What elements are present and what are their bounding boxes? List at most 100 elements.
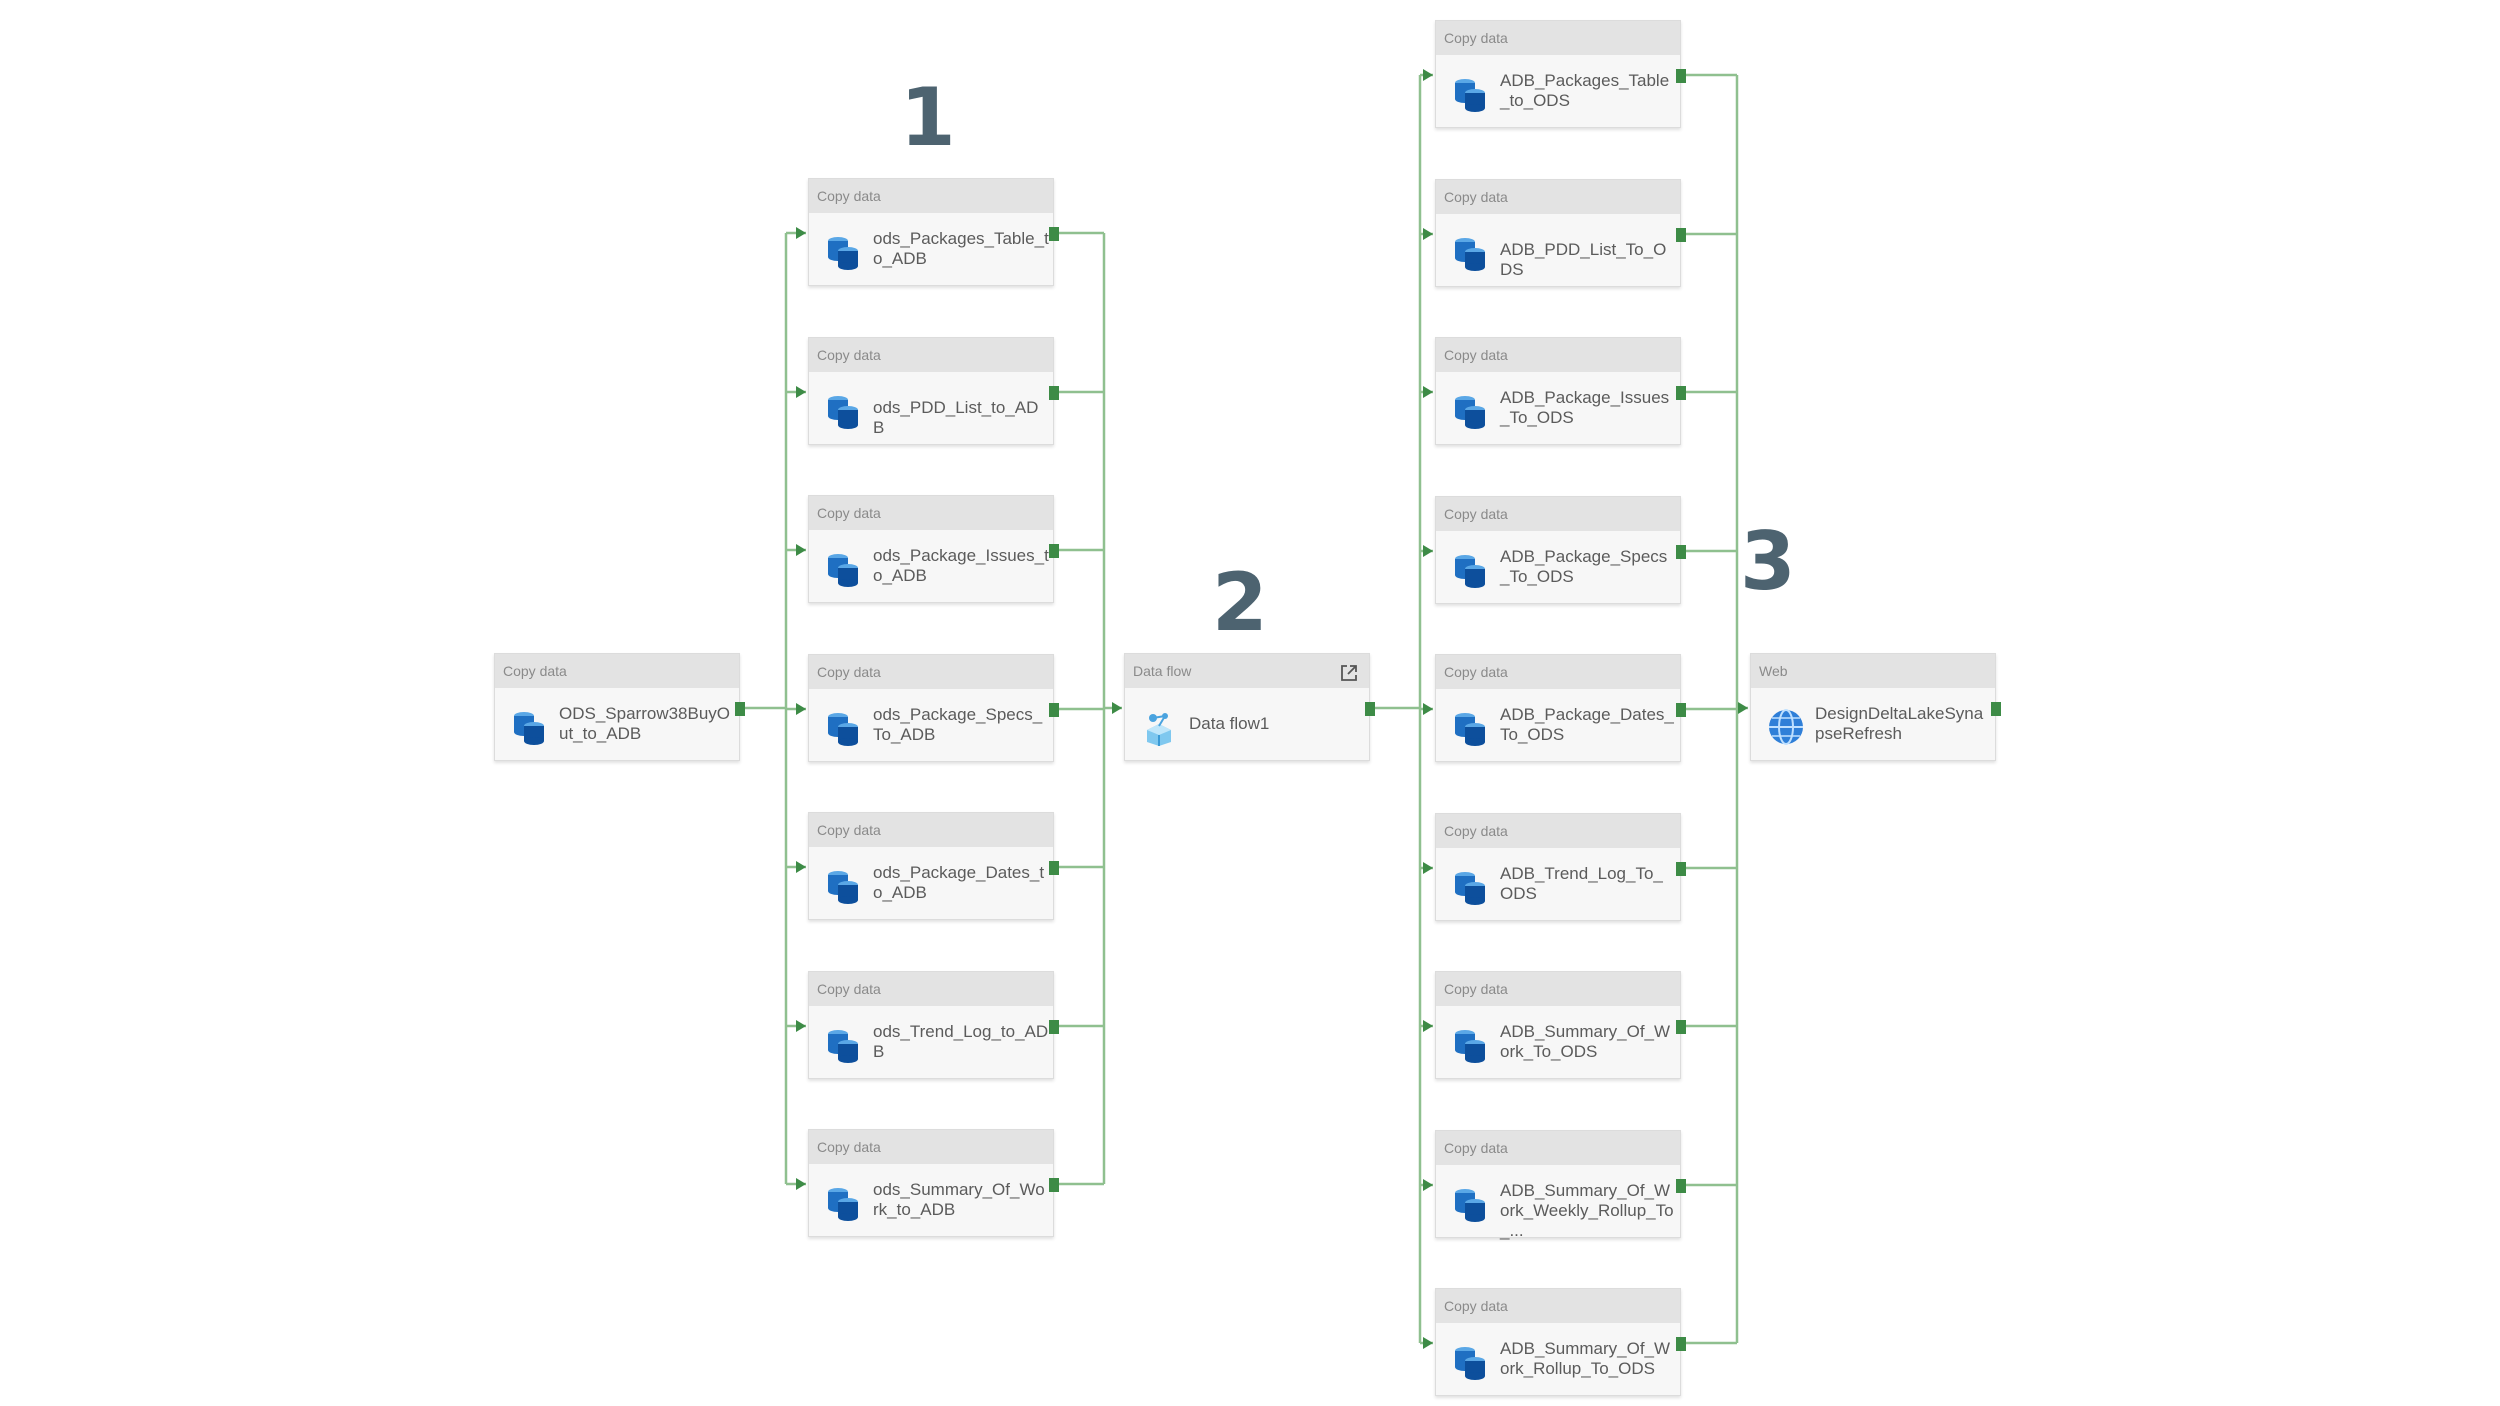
copy-data-icon [1452,709,1488,747]
connector-arrow [796,1020,806,1032]
activity-group3-7[interactable]: Copy data ADB_Summary_Of_Work_To_ODS [1435,971,1686,1079]
activity-source[interactable]: Copy data ODS_Sparrow38BuyOut_to_ADB [494,653,745,761]
activity-name: ADB_Summary_Of_Work_To_ODS [1500,1022,1671,1061]
activity-name: Data flow1 [1189,714,1270,733]
activity-name: ADB_PDD_List_To_ODS [1500,240,1667,279]
output-port[interactable] [1049,861,1059,875]
activity-group3-8[interactable]: Copy data ADB_Summary_Of_Work_Weekly_Rol… [1435,1130,1686,1240]
output-port[interactable] [1049,1178,1059,1192]
activity-type-text: Copy data [817,1139,881,1155]
output-port[interactable] [1991,702,2001,716]
stage-label-2: 2 [1212,556,1268,649]
copy-data-icon [825,867,861,905]
data-flow-icon [1141,708,1177,746]
connector-arrow [1423,1337,1433,1349]
copy-data-icon [1452,75,1488,113]
activity-group1-5[interactable]: Copy data ods_Package_Dates_to_ADB [808,812,1059,920]
connector-arrow [1423,386,1433,398]
open-external-icon[interactable] [1339,661,1359,681]
activity-name: ADB_Package_Dates_To_ODS [1500,705,1674,744]
activity-name: ods_Package_Issues_to_ADB [873,546,1049,585]
activity-name: ADB_Package_Specs_To_ODS [1500,547,1668,586]
activity-group1-7[interactable]: Copy data ods_Summary_Of_Work_to_ADB [808,1129,1059,1237]
activity-type-text: Copy data [1444,1298,1508,1314]
activity-group1-4[interactable]: Copy data ods_Package_Specs_To_ADB [808,654,1059,762]
output-port[interactable] [1676,545,1686,559]
output-port[interactable] [1676,1020,1686,1034]
activity-dataflow[interactable]: Data flow Data flow1 [1124,653,1375,761]
activity-name: ods_Package_Specs_To_ADB [873,705,1043,744]
output-port[interactable] [1049,1020,1059,1034]
activity-group1-3[interactable]: Copy data ods_Package_Issues_to_ADB [808,495,1059,603]
copy-data-icon [825,550,861,588]
output-port[interactable] [1676,69,1686,83]
activity-type-text: Copy data [817,664,881,680]
connector-arrow [1423,703,1433,715]
copy-data-icon [825,233,861,271]
activity-group1-6[interactable]: Copy data ods_Trend_Log_to_ADB [808,971,1059,1079]
activity-type-label: Copy data [809,496,1053,530]
copy-data-icon [825,392,861,430]
activity-group3-4[interactable]: Copy data ADB_Package_Specs_To_ODS [1435,496,1686,604]
output-port[interactable] [1676,1337,1686,1351]
activity-type-text: Copy data [817,505,881,521]
activity-name: ADB_Package_Issues_To_ODS [1500,388,1670,427]
output-port[interactable] [1676,703,1686,717]
output-port[interactable] [735,702,745,716]
connector-arrow [1423,545,1433,557]
activity-type-text: Web [1759,663,1788,679]
copy-data-icon [1452,1343,1488,1381]
copy-data-icon [511,708,547,746]
activity-group3-9[interactable]: Copy data ADB_Summary_Of_Work_Rollup_To_… [1435,1288,1686,1396]
stage-label-1: 1 [900,71,956,164]
activity-type-label: Copy data [1436,655,1680,689]
connector-arrow [1112,702,1122,714]
activity-group1-2[interactable]: Copy data ods_PDD_List_to_ADB [808,337,1059,445]
activity-type-label: Copy data [1436,814,1680,848]
activity-group3-6[interactable]: Copy data ADB_Trend_Log_To_ODS [1435,813,1686,921]
copy-data-icon [825,1184,861,1222]
activity-name: ADB_Summary_Of_Work_Rollup_To_ODS [1500,1339,1671,1378]
activity-type-label: Copy data [1436,338,1680,372]
connector-arrow [1423,1020,1433,1032]
activity-type-label: Copy data [809,1130,1053,1164]
activity-type-label: Copy data [1436,180,1680,214]
activity-group3-3[interactable]: Copy data ADB_Package_Issues_To_ODS [1435,337,1686,445]
activity-type-text: Copy data [1444,1140,1508,1156]
activity-type-text: Copy data [1444,347,1508,363]
activity-web[interactable]: Web DesignDeltaLakeSynapseRefresh [1750,653,2001,761]
output-port[interactable] [1049,386,1059,400]
connector-arrow [1423,1179,1433,1191]
connector-arrow [796,544,806,556]
output-port[interactable] [1676,862,1686,876]
stage-label-3: 3 [1740,515,1796,608]
output-port[interactable] [1365,702,1375,716]
output-port[interactable] [1049,703,1059,717]
output-port[interactable] [1049,544,1059,558]
activity-type-label: Data flow [1125,654,1369,688]
copy-data-icon [825,709,861,747]
activity-group3-1[interactable]: Copy data ADB_Packages_Table_to_ODS [1435,20,1686,128]
activity-type-text: Copy data [817,822,881,838]
output-port[interactable] [1676,386,1686,400]
connector-arrow [796,386,806,398]
activity-type-label: Web [1751,654,1995,688]
activity-group3-5[interactable]: Copy data ADB_Package_Dates_To_ODS [1435,654,1686,762]
activity-group3-2[interactable]: Copy data ADB_PDD_List_To_ODS [1435,179,1686,287]
copy-data-icon [1452,1185,1488,1223]
activity-type-label: Copy data [1436,972,1680,1006]
output-port[interactable] [1676,1179,1686,1193]
activity-type-label: Copy data [1436,21,1680,55]
activity-group1-1[interactable]: Copy data ods_Packages_Table_to_ADB [808,178,1059,286]
connector-arrow [796,1178,806,1190]
activity-type-text: Data flow [1133,663,1192,679]
output-port[interactable] [1049,227,1059,241]
copy-data-icon [1452,868,1488,906]
output-port[interactable] [1676,228,1686,242]
connector-arrow [1423,862,1433,874]
activity-type-label: Copy data [809,813,1053,847]
activity-name: ods_Trend_Log_to_ADB [873,1022,1049,1061]
activity-name: ods_PDD_List_to_ADB [873,398,1039,437]
